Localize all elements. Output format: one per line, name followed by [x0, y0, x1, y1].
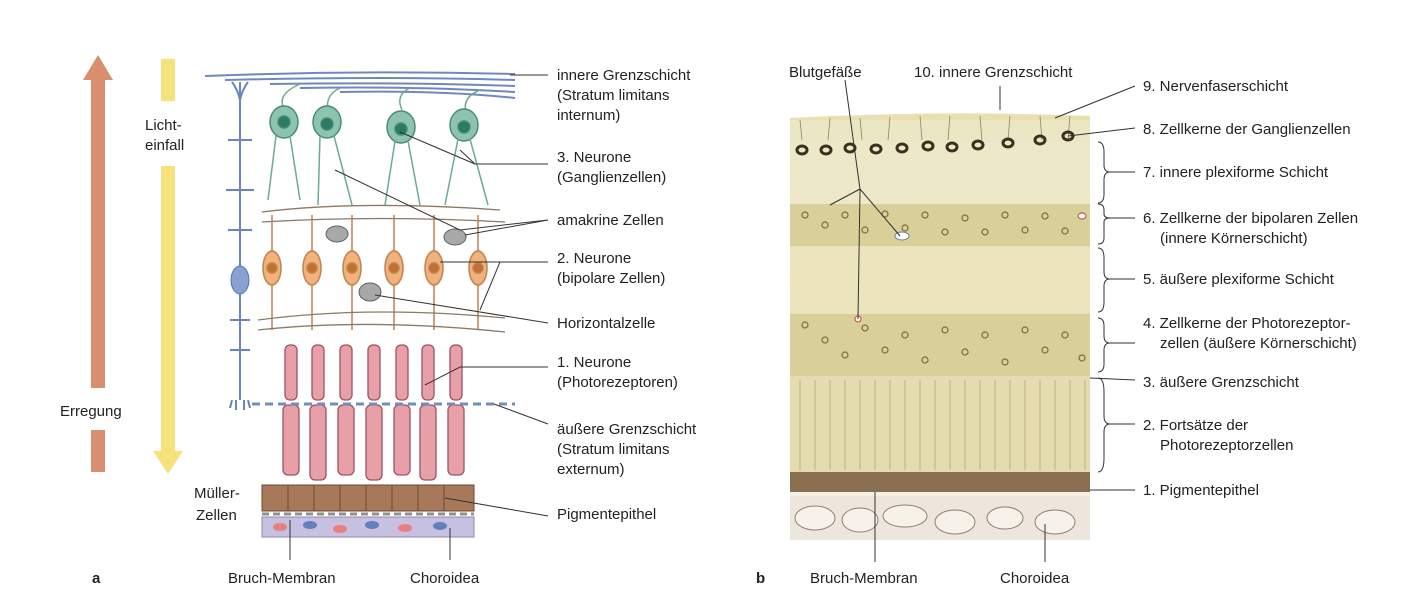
panel-b-leaders — [829, 79, 1136, 562]
inner-limiting-fibers — [204, 71, 516, 99]
amacrine-cell-2 — [443, 228, 467, 246]
ganglion-cells — [267, 83, 489, 206]
label-pigment: Pigmentepithel — [557, 506, 656, 523]
layer-label-3: 3. äußere Grenzschicht — [1143, 374, 1300, 391]
layer-label-8: 8. Zellkerne der Ganglienzellen — [1143, 121, 1351, 138]
label-inner-limiting-2: (Stratum limitans — [557, 87, 670, 104]
layer-label-6a: 6. Zellkerne der bipolaren Zellen — [1143, 210, 1358, 227]
inner-plexiform-network — [261, 204, 506, 223]
layer-label-5: 5. äußere plexiforme Schicht — [1143, 271, 1335, 288]
layer-label-9: 9. Nervenfaserschicht — [1143, 78, 1289, 95]
bipolar-cells — [262, 215, 488, 330]
layer-label-4a: 4. Zellkerne der Photorezeptor- — [1143, 315, 1351, 332]
excitation-label: Erregung — [60, 403, 122, 420]
excitation-arrow — [83, 55, 113, 472]
label-ganglion-1: 3. Neurone — [557, 149, 631, 166]
light-label-line1: Licht- — [145, 117, 182, 134]
panel-a: Licht- einfall Erregung Müller- Zellen — [60, 55, 697, 587]
outer-nuclear-dots — [801, 321, 1086, 366]
mueller-label-line1: Müller- — [194, 485, 240, 502]
label-photoreceptor-2: (Photorezeptoren) — [557, 374, 678, 391]
label-photoreceptor-1: 1. Neurone — [557, 354, 631, 371]
label-inner-limiting-1: innere Grenzschicht — [557, 67, 691, 84]
layer-brackets — [1097, 141, 1111, 473]
outer-plexiform-network — [257, 311, 506, 333]
light-label-line2: einfall — [145, 137, 184, 154]
choroid — [261, 516, 475, 538]
label-bruch-a: Bruch-Membran — [228, 570, 336, 587]
layer-label-1: 1. Pigmentepithel — [1143, 482, 1259, 499]
label-outer-limiting-3: externum) — [557, 461, 625, 478]
panel-a-letter: a — [92, 570, 101, 587]
amacrine-cell-1 — [325, 225, 349, 243]
panel-b-letter: b — [756, 570, 765, 587]
mueller-feet — [229, 399, 251, 410]
ganglion-nuclei-row — [795, 130, 1075, 156]
label-ganglion-2: (Ganglienzellen) — [557, 169, 666, 186]
pigment-epithelium — [261, 484, 475, 512]
label-bipolar-2: (bipolare Zellen) — [557, 270, 665, 287]
label-choroid-a: Choroidea — [410, 570, 480, 587]
layer-label-7: 7. innere plexiforme Schicht — [1143, 164, 1329, 181]
label-bruch-b: Bruch-Membran — [810, 570, 918, 587]
light-arrow — [153, 59, 183, 474]
panel-b: Blutgefäße 10. innere Grenzschicht 9. Ne… — [756, 64, 1358, 587]
mueller-cell — [226, 81, 254, 400]
label-amacrine: amakrine Zellen — [557, 212, 664, 229]
mueller-label-line2: Zellen — [196, 507, 237, 524]
horizontal-cell — [358, 282, 382, 302]
label-blood-vessels: Blutgefäße — [789, 64, 862, 81]
blood-vessel-3 — [1077, 212, 1087, 220]
inner-nuclear-dots — [801, 210, 1086, 236]
photoreceptors — [282, 344, 465, 481]
histology-section — [790, 113, 1090, 540]
mueller-nucleus — [230, 265, 250, 295]
label-inner-limiting-b: 10. innere Grenzschicht — [914, 64, 1073, 81]
label-horizontal: Horizontalzelle — [557, 315, 655, 332]
layer-label-2b: Photorezeptorzellen — [1160, 437, 1293, 454]
label-choroid-b: Choroidea — [1000, 570, 1070, 587]
label-bipolar-1: 2. Neurone — [557, 250, 631, 267]
panel-a-leaders — [289, 74, 549, 560]
label-outer-limiting-2: (Stratum limitans — [557, 441, 670, 458]
layer-label-2a: 2. Fortsätze der — [1143, 417, 1248, 434]
label-outer-limiting-1: äußere Grenzschicht — [557, 421, 697, 438]
choroid-cells — [794, 504, 1076, 535]
layer-label-6b: (innere Körnerschicht) — [1160, 230, 1308, 247]
label-inner-limiting-3: internum) — [557, 107, 620, 124]
photoreceptor-processes — [799, 380, 1086, 470]
layer-label-4b: zellen (äußere Körnerschicht) — [1160, 335, 1357, 352]
